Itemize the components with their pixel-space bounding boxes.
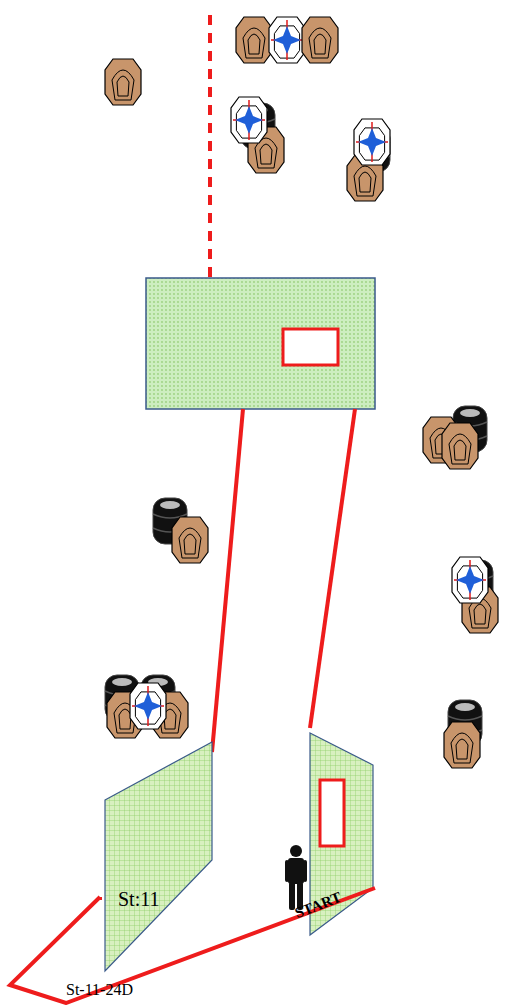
fault-line [212, 409, 243, 752]
paper-target [444, 722, 480, 768]
port [320, 780, 344, 846]
panel-outline [104, 740, 214, 973]
stage-number: St:11 [118, 888, 160, 911]
fault-line [208, 15, 212, 278]
fault-line [310, 409, 355, 728]
paper-target [172, 517, 208, 563]
no-shoot-target [269, 17, 305, 63]
paper-target [105, 59, 141, 105]
no-shoot-target [231, 97, 267, 143]
shooter [285, 845, 307, 910]
port [283, 329, 338, 365]
wall-panel: St:11 [104, 740, 214, 973]
paper-target [236, 17, 272, 63]
barricade [146, 278, 375, 409]
no-shoot-target [130, 683, 166, 729]
paper-target [442, 423, 478, 469]
paper-target [302, 17, 338, 63]
stage-code: St-11-24D [66, 981, 133, 999]
no-shoot-target [452, 557, 488, 603]
start-box [10, 888, 375, 1003]
no-shoot-target [354, 119, 390, 165]
